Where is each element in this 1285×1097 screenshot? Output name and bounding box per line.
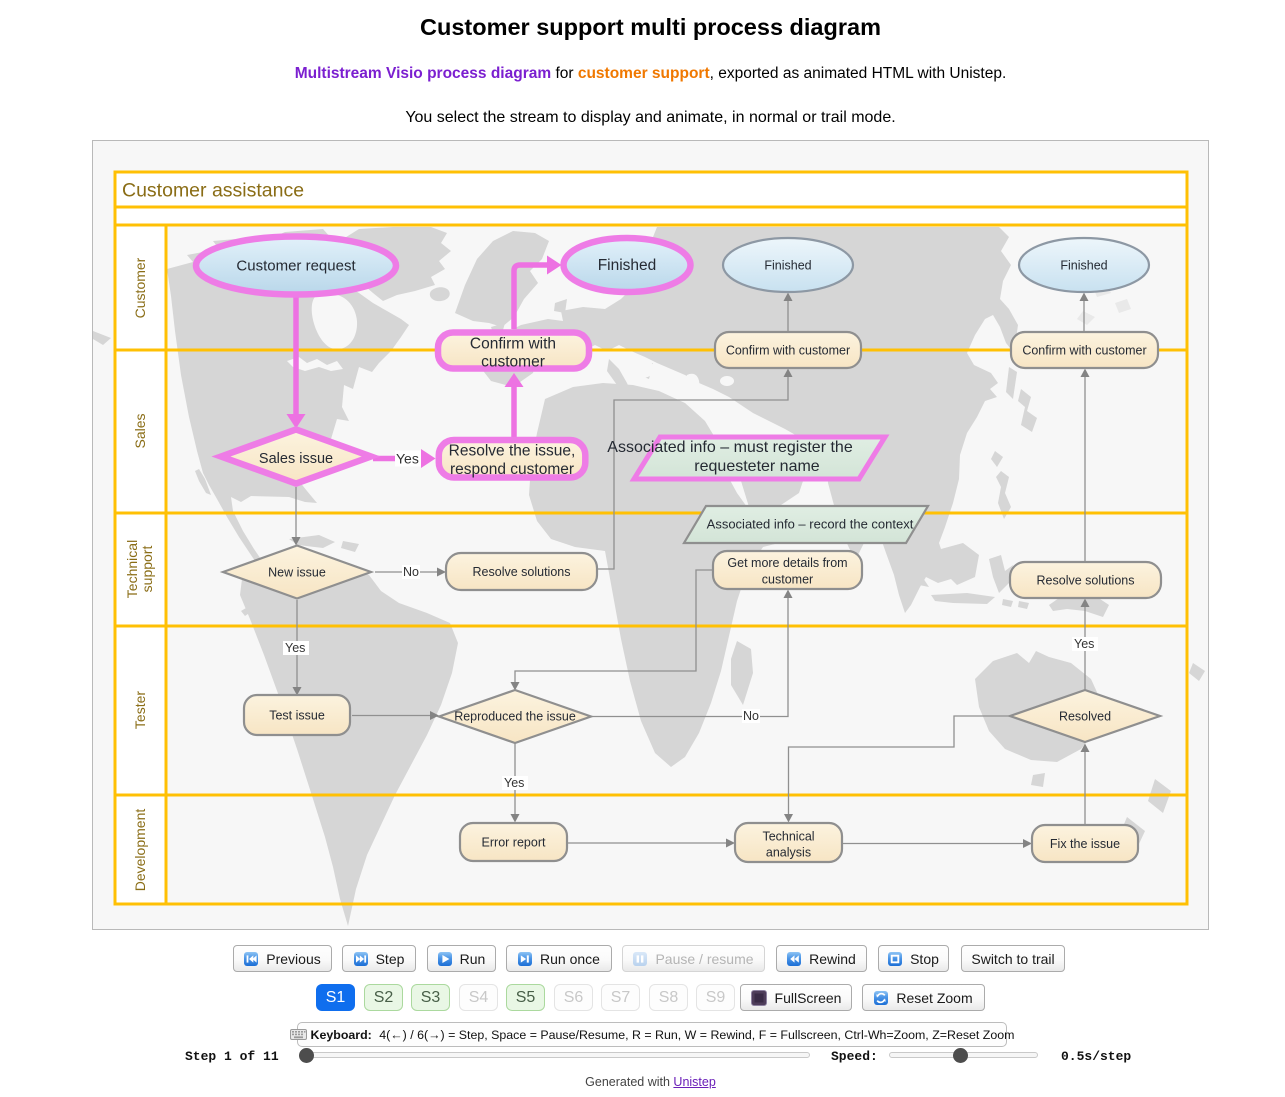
- svg-text:Customer request: Customer request: [236, 258, 356, 275]
- svg-text:Technical: Technical: [124, 540, 140, 598]
- svg-text:customer: customer: [762, 573, 813, 587]
- svg-text:Resolve solutions: Resolve solutions: [1037, 574, 1135, 588]
- svg-text:analysis: analysis: [766, 846, 811, 860]
- svg-text:Yes: Yes: [396, 451, 419, 467]
- svg-text:Get more details from: Get more details from: [727, 556, 847, 570]
- svg-text:Associated info – must registe: Associated info – must register the: [607, 439, 853, 456]
- svg-text:Sales: Sales: [132, 413, 148, 448]
- svg-text:Reproduced the issue: Reproduced the issue: [454, 710, 576, 724]
- svg-text:Customer assistance: Customer assistance: [122, 180, 304, 202]
- svg-text:No: No: [403, 565, 419, 579]
- svg-text:Technical: Technical: [762, 830, 814, 844]
- svg-text:Confirm with: Confirm with: [470, 336, 556, 353]
- svg-text:Yes: Yes: [1074, 637, 1094, 651]
- svg-text:Associated info – record the c: Associated info – record the context: [707, 517, 914, 532]
- svg-text:Finished: Finished: [764, 259, 811, 273]
- svg-text:support: support: [139, 546, 155, 593]
- svg-text:Yes: Yes: [285, 641, 305, 655]
- svg-text:customer: customer: [481, 354, 545, 371]
- svg-text:Finished: Finished: [598, 257, 657, 274]
- svg-text:Fix the issue: Fix the issue: [1050, 837, 1120, 851]
- svg-text:Resolved: Resolved: [1059, 710, 1111, 724]
- svg-text:Resolve solutions: Resolve solutions: [473, 565, 571, 579]
- svg-text:Finished: Finished: [1060, 259, 1107, 273]
- svg-text:Tester: Tester: [132, 691, 148, 729]
- svg-text:Development: Development: [132, 809, 148, 892]
- svg-text:Confirm with customer: Confirm with customer: [726, 344, 850, 358]
- svg-text:requesteter name: requesteter name: [694, 458, 820, 475]
- svg-text:Resolve the issue,: Resolve the issue,: [449, 443, 576, 460]
- svg-text:Customer: Customer: [132, 257, 148, 318]
- svg-text:respond customer: respond customer: [450, 461, 574, 478]
- svg-text:Test issue: Test issue: [269, 709, 325, 723]
- svg-text:No: No: [743, 709, 759, 723]
- svg-text:Sales issue: Sales issue: [259, 451, 333, 467]
- svg-text:Yes: Yes: [504, 776, 524, 790]
- svg-text:Confirm with customer: Confirm with customer: [1022, 344, 1146, 358]
- svg-text:Error report: Error report: [482, 836, 546, 850]
- svg-text:New issue: New issue: [268, 566, 326, 580]
